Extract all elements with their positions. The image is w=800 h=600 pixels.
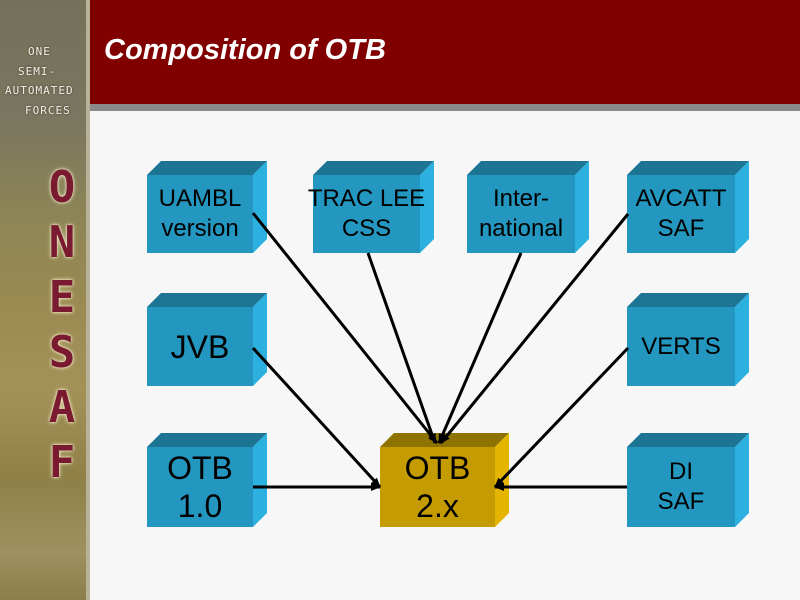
- node-label-line: JVB: [170, 328, 230, 365]
- sidebar-text-forces: FORCES: [25, 104, 71, 117]
- node-label-jvb: JVB: [127, 307, 273, 386]
- sidebar-text-automated: AUTOMATED: [5, 84, 74, 97]
- node-label-line: national: [478, 215, 564, 242]
- node-label-line: UAMBL: [158, 185, 242, 212]
- box-side-face: [735, 293, 749, 386]
- box-top-face: [147, 161, 267, 175]
- node-label-line: TRAC LEE: [307, 185, 426, 212]
- sidebar-banner: ONE SEMI- AUTOMATED FORCES O N E S A F: [0, 0, 90, 600]
- edge-arrow-jvb-to-otb2x: [251, 346, 382, 489]
- node-box-otb2x: [380, 433, 509, 527]
- edge-arrow-uambl-to-otb2x: [251, 212, 439, 444]
- node-label-disaf: DI SAF: [607, 447, 755, 527]
- logo-letter: E: [48, 272, 76, 323]
- edge-arrow-trac-to-otb2x: [366, 252, 437, 444]
- box-side-face: [575, 161, 589, 253]
- box-top-face: [627, 161, 749, 175]
- node-box-jvb: [147, 293, 267, 386]
- sidebar-onesaf-logo: O N E S A F: [34, 160, 90, 490]
- node-label-line: 1.0: [177, 488, 223, 524]
- node-label-line: SAF: [657, 488, 705, 515]
- node-label-uambl: UAMBL version: [127, 175, 273, 253]
- node-label-trac: TRAC LEE CSS: [293, 175, 440, 253]
- node-box-intl: [467, 161, 589, 253]
- page-title: Composition of OTB: [104, 34, 386, 66]
- box-front-face: [380, 447, 495, 527]
- title-bar: [90, 0, 800, 104]
- box-side-face: [420, 161, 434, 253]
- sidebar-text-one: ONE: [28, 45, 51, 58]
- logo-letter: F: [48, 437, 76, 488]
- node-label-avcatt: AVCATT SAF: [607, 175, 755, 253]
- node-label-line: SAF: [657, 215, 705, 242]
- box-side-face: [253, 433, 267, 527]
- box-front-face: [627, 175, 735, 253]
- box-top-face: [627, 433, 749, 447]
- node-label-intl: Inter-national: [447, 175, 595, 253]
- box-front-face: [467, 175, 575, 253]
- node-box-otb10: [147, 433, 267, 527]
- edge-arrow-avcatt-to-otb2x: [439, 213, 630, 444]
- logo-letter: S: [48, 327, 76, 378]
- node-label-line: CSS: [341, 215, 392, 242]
- box-front-face: [147, 447, 253, 527]
- box-top-face: [147, 293, 267, 307]
- box-front-face: [147, 307, 253, 386]
- edge-arrow-verts-to-otb2x: [493, 346, 630, 489]
- node-label-line: Inter-: [492, 185, 549, 212]
- node-box-disaf: [627, 433, 749, 527]
- node-label-line: VERTS: [641, 332, 721, 360]
- box-front-face: [147, 175, 253, 253]
- node-box-avcatt: [627, 161, 749, 253]
- box-top-face: [467, 161, 589, 175]
- logo-letter: N: [48, 217, 76, 268]
- box-side-face: [253, 293, 267, 386]
- title-bar-shadow: [90, 104, 800, 111]
- logo-letter: O: [48, 162, 76, 213]
- box-side-face: [735, 433, 749, 527]
- box-front-face: [627, 447, 735, 527]
- node-label-line: version: [161, 215, 239, 242]
- node-box-trac: [313, 161, 434, 253]
- logo-letter: A: [48, 382, 76, 433]
- node-box-uambl: [147, 161, 267, 253]
- box-side-face: [253, 161, 267, 253]
- box-top-face: [627, 293, 749, 307]
- node-label-line: 2.x: [416, 488, 459, 524]
- node-label-line: AVCATT: [635, 185, 727, 212]
- sidebar-text-semi: SEMI-: [18, 65, 57, 78]
- box-front-face: [627, 307, 735, 386]
- box-side-face: [735, 161, 749, 253]
- edge-arrow-intl-to-otb2x: [437, 252, 523, 444]
- node-label-line: OTB: [404, 450, 471, 486]
- box-top-face: [147, 433, 267, 447]
- node-label-line: DI: [669, 458, 693, 485]
- box-front-face: [313, 175, 420, 253]
- node-label-verts: VERTS: [607, 307, 755, 386]
- node-box-verts: [627, 293, 749, 386]
- node-label-line: OTB: [167, 450, 233, 486]
- box-top-face: [313, 161, 434, 175]
